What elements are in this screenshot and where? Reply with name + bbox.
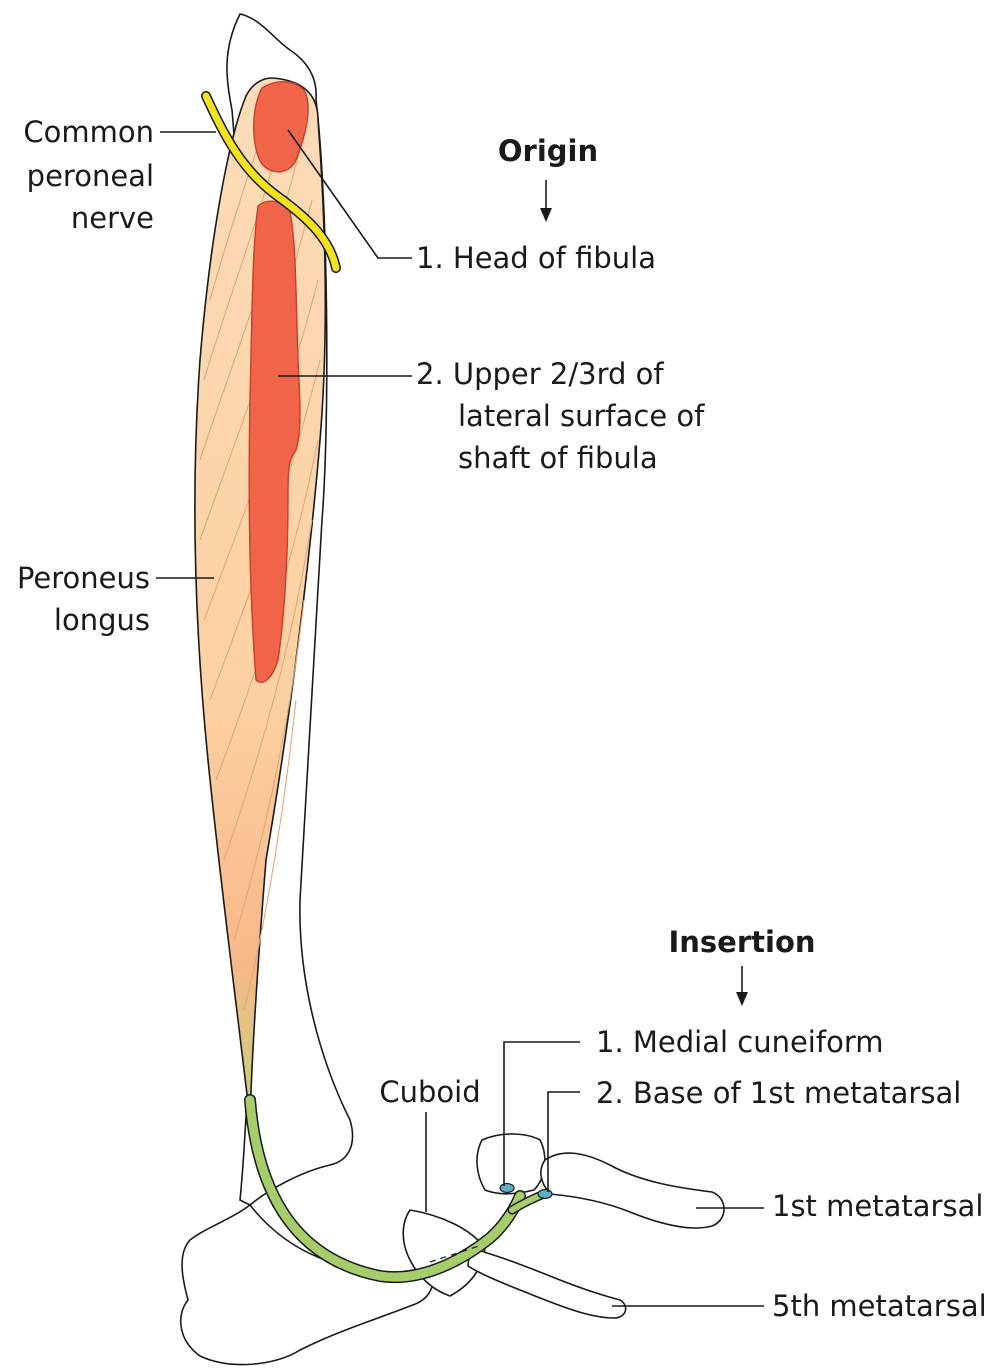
origin-item-upper-two-thirds: 2. Upper 2/3rd of — [416, 357, 664, 391]
nerve-label-line-2: peroneal — [27, 159, 154, 193]
calcaneus-bone — [181, 1205, 433, 1365]
insertion-heading: Insertion — [668, 925, 815, 959]
origin-heading: Origin — [498, 134, 598, 168]
insertion-point-medial-cuneiform — [500, 1184, 514, 1193]
origin-item-lateral-surface: lateral surface of — [458, 399, 705, 433]
origin-item-shaft-of-fibula: shaft of fibula — [458, 441, 658, 475]
nerve-label-line-1: Common — [23, 115, 154, 149]
origin-arrow — [540, 180, 552, 222]
cuboid-label: Cuboid — [379, 1075, 480, 1109]
insertion-item-base-first-metatarsal: 2. Base of 1st metatarsal — [596, 1076, 961, 1110]
origin-item-head-of-fibula: 1. Head of fibula — [416, 241, 656, 275]
insertion-point-first-metatarsal — [538, 1190, 552, 1199]
muscle-label-line-2: longus — [54, 603, 150, 637]
first-metatarsal-bone — [541, 1153, 724, 1228]
muscle-label-line-1: Peroneus — [17, 561, 150, 595]
first-metatarsal-label: 1st metatarsal — [772, 1189, 983, 1223]
fifth-metatarsal-label: 5th metatarsal — [772, 1289, 987, 1323]
insertion-item-medial-cuneiform: 1. Medial cuneiform — [596, 1025, 883, 1059]
fifth-metatarsal-bone — [468, 1248, 626, 1318]
nerve-label-line-3: nerve — [71, 201, 154, 235]
insertion-arrow — [736, 966, 748, 1006]
